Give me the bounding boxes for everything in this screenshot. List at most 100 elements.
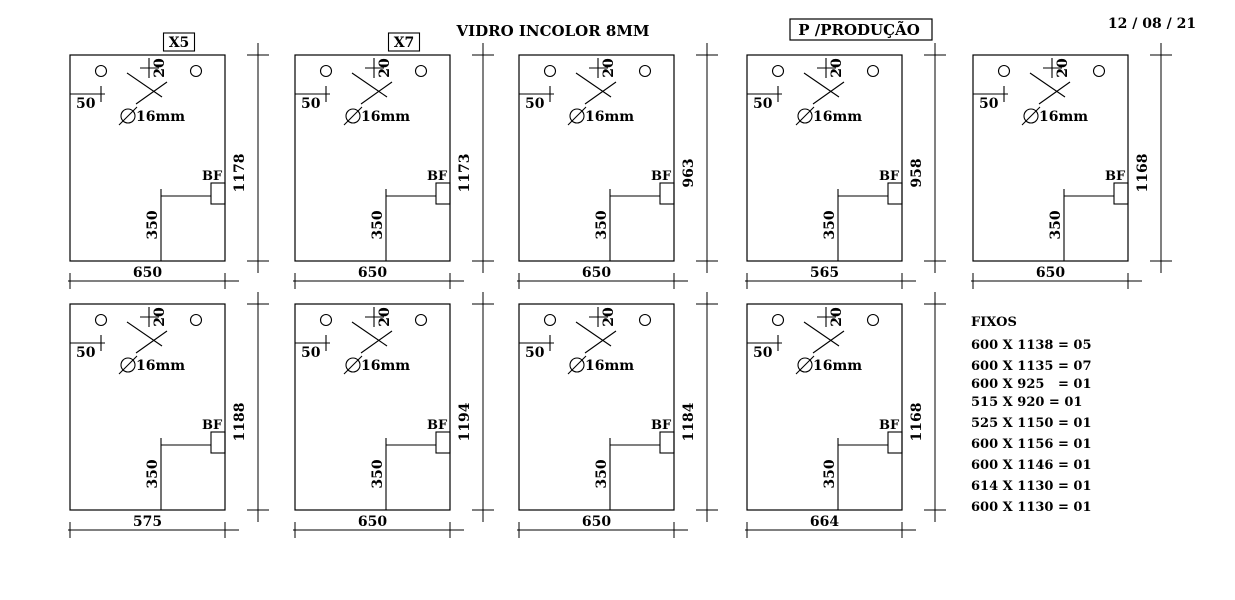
side-offset-label: 50 [76,345,96,361]
hole-offset-label: 20 [152,307,168,327]
width-dimension-label: 575 [133,514,162,530]
height-dimension-label: 1168 [1135,154,1151,193]
width-dimension-label: 650 [358,265,387,281]
fixos-item: 525 X 1150 = 01 [971,416,1092,431]
hole-right [866,313,880,327]
hole-offset-label: 20 [377,58,393,78]
lock-label: BF [879,418,900,433]
hole-offset-label: 20 [1055,58,1071,78]
panel-outline [518,54,675,262]
diameter-icon [120,357,136,373]
panel-outline [746,303,903,511]
lock-height-label: 350 [1048,210,1064,239]
lock-box [435,431,451,454]
lock-box [887,182,903,205]
quantity-tag-box [162,32,196,52]
hole-diameter-label: 16mm [813,109,862,125]
lock-height-label: 350 [594,459,610,488]
diameter-icon [1023,108,1039,124]
hole-right [189,64,203,78]
hole-diameter-label: 16mm [1039,109,1088,125]
hole-left [319,313,333,327]
quantity-tag-label: X5 [169,35,190,51]
hole-left [771,313,785,327]
hole-left [997,64,1011,78]
date-label: 12 / 08 / 21 [1108,16,1196,32]
hole-left [543,64,557,78]
height-dimension-label: 958 [909,158,925,187]
hole-left [94,64,108,78]
height-dimension-label: 963 [681,158,697,187]
hole-offset-label: 20 [152,58,168,78]
lock-label: BF [202,418,223,433]
drawing-title: VIDRO INCOLOR 8MM [455,22,649,40]
width-dimension-label: 650 [358,514,387,530]
fixos-item: 600 X 1130 = 01 [971,500,1092,515]
hole-left [319,64,333,78]
lock-box [435,182,451,205]
lock-label: BF [1105,169,1126,184]
fixos-item: 600 X 1156 = 01 [971,437,1092,452]
side-offset-label: 50 [76,96,96,112]
side-offset-label: 50 [753,96,773,112]
hole-right [189,313,203,327]
width-dimension-label: 664 [810,514,839,530]
lock-height-label: 350 [145,210,161,239]
fixos-title: FIXOS [971,315,1017,330]
diameter-icon [345,108,361,124]
hole-right [638,313,652,327]
lock-height-label: 350 [370,459,386,488]
width-dimension-label: 650 [1036,265,1065,281]
lock-height-label: 350 [145,459,161,488]
panel-outline [746,54,903,262]
lock-box [887,431,903,454]
fixos-item: 600 X 1146 = 01 [971,458,1092,473]
production-label: P /PRODUÇÃO [798,20,920,39]
lock-height-label: 350 [370,210,386,239]
side-offset-label: 50 [301,345,321,361]
panel-outline [518,303,675,511]
lock-label: BF [879,169,900,184]
hole-diameter-label: 16mm [585,109,634,125]
lock-height-label: 350 [822,210,838,239]
hole-right [1092,64,1106,78]
panel-outline [69,54,226,262]
lock-label: BF [427,169,448,184]
lock-box [1113,182,1129,205]
hole-diameter-label: 16mm [136,109,185,125]
side-offset-label: 50 [753,345,773,361]
hole-left [543,313,557,327]
lock-box [210,182,226,205]
hole-offset-label: 20 [829,58,845,78]
hole-offset-label: 20 [601,307,617,327]
diameter-icon [797,108,813,124]
side-offset-label: 50 [301,96,321,112]
width-dimension-label: 650 [582,265,611,281]
height-dimension-label: 1168 [909,403,925,442]
height-dimension-label: 1184 [681,402,697,441]
diameter-icon [345,357,361,373]
hole-right [866,64,880,78]
fixos-item: 515 X 920 = 01 [971,395,1083,410]
height-dimension-label: 1173 [457,154,473,193]
hole-left [771,64,785,78]
side-offset-label: 50 [979,96,999,112]
hole-offset-label: 20 [377,307,393,327]
side-offset-label: 50 [525,96,545,112]
width-dimension-label: 565 [810,265,839,281]
lock-label: BF [427,418,448,433]
lock-box [210,431,226,454]
panel-outline [294,303,451,511]
panel-outline [294,54,451,262]
height-dimension-label: 1188 [232,403,248,442]
height-dimension-label: 1194 [457,402,473,441]
panel-outline [972,54,1129,262]
lock-label: BF [651,169,672,184]
